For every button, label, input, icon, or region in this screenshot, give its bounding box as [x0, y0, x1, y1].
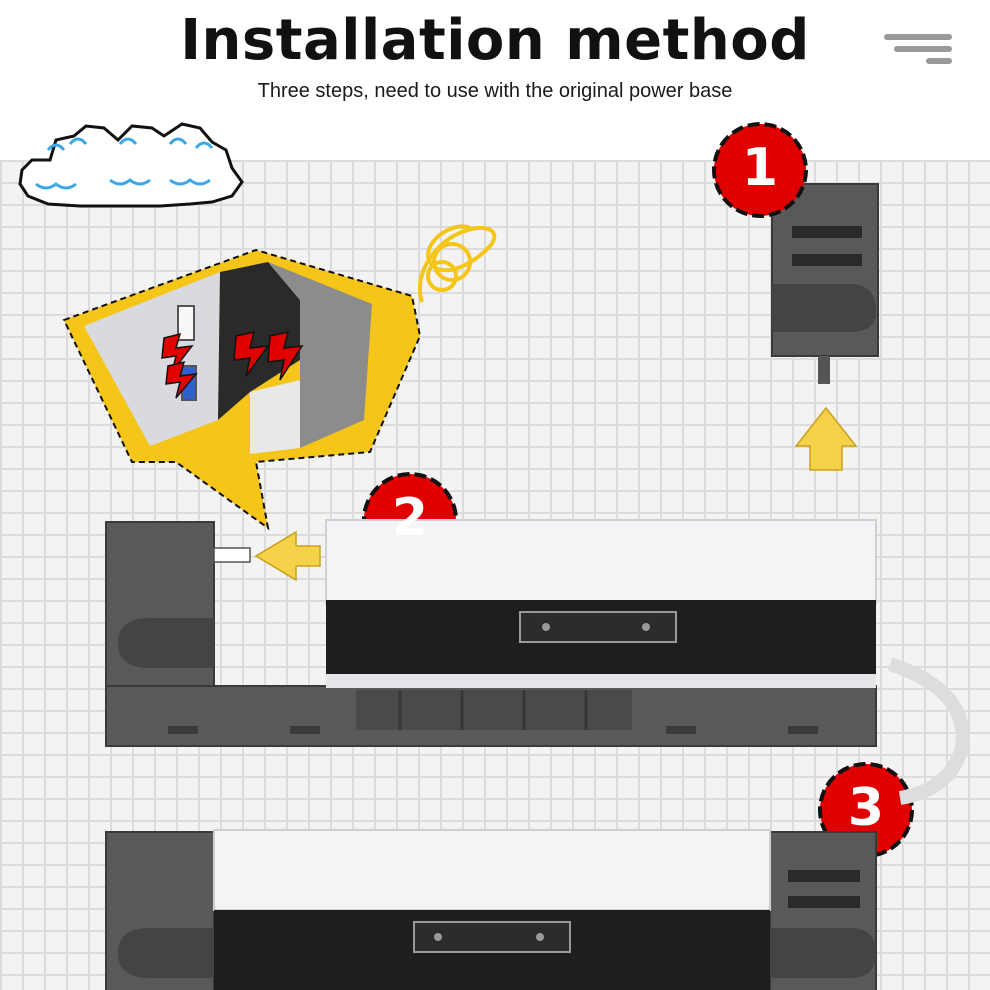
page-subtitle: Three steps, need to use with the origin… [257, 80, 733, 102]
lightning-icon [233, 331, 304, 381]
arrow-left-icon [254, 530, 321, 582]
step-number-3: 3 [847, 778, 885, 838]
menu-line [926, 58, 952, 64]
cloud-icon [18, 122, 244, 208]
menu-icon[interactable] [884, 34, 952, 70]
menu-line [884, 34, 952, 40]
step-number-1: 1 [741, 138, 779, 198]
stand-base [105, 521, 877, 747]
lightning-icon [161, 332, 198, 399]
header: Installation method Three steps, need to… [0, 0, 990, 160]
assembled-unit [105, 829, 877, 990]
console-step2 [325, 519, 970, 805]
menu-line [894, 46, 952, 52]
step-badge-1 [712, 122, 808, 218]
cable-coil-icon [418, 224, 497, 303]
port-callout [62, 248, 422, 531]
arrow-up-icon [794, 406, 858, 471]
power-adapter [771, 183, 879, 384]
step-number-2: 2 [391, 488, 429, 548]
page-title: Installation method [180, 8, 810, 73]
